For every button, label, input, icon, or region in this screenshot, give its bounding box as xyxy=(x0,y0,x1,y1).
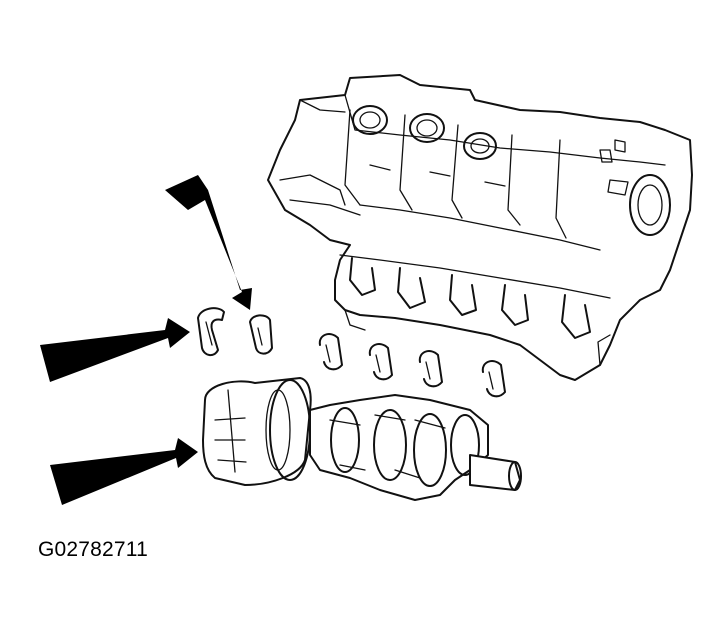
arrow-upper xyxy=(165,175,252,310)
arrow-left-lower xyxy=(50,438,198,505)
crankshaft xyxy=(202,377,522,501)
arrow-left-middle xyxy=(40,318,190,382)
main-bearings xyxy=(318,333,506,398)
figure-id-label: G02782711 xyxy=(38,538,149,561)
thrust-washers xyxy=(197,307,273,356)
engine-block xyxy=(267,74,693,381)
pointer-arrows xyxy=(40,175,252,505)
